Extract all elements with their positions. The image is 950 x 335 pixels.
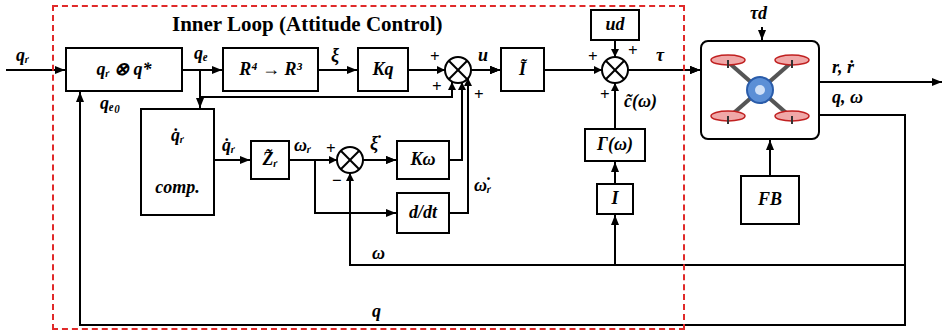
quadrotor-illustration: [711, 55, 809, 124]
sign-label: +: [600, 86, 610, 105]
input-box: ud: [590, 9, 640, 41]
sign-label: +: [628, 42, 638, 61]
sign-label: +: [430, 48, 440, 67]
drone-body: [747, 77, 773, 103]
process-box: R⁴ → R³: [222, 47, 319, 92]
junction-arrowhead: [448, 82, 456, 90]
junction-arrowhead: [437, 66, 445, 74]
signal-connector: [614, 162, 616, 183]
signal-label: ξ̇: [370, 134, 378, 154]
signal-connector: [769, 140, 771, 175]
drone-body: [755, 85, 765, 95]
process-box: Γ(ω): [584, 128, 646, 162]
summing-junction: [606, 61, 624, 79]
drone-arm: [728, 62, 792, 118]
junction-arrowhead: [611, 83, 619, 91]
node-text: Γ(ω): [597, 135, 633, 155]
region-title: Inner Loop (Attitude Control): [172, 13, 443, 36]
output-wire: [820, 81, 942, 83]
rotor-shaft: [791, 60, 793, 68]
signal-label: u: [478, 46, 488, 66]
signal-label: ωᵣ: [294, 136, 311, 156]
summing-junction: [449, 61, 467, 79]
output-signal: q, ω: [832, 88, 863, 108]
drone-arm: [728, 62, 792, 118]
signal-connector: [183, 70, 200, 108]
sign-label: +: [474, 86, 484, 105]
summing-junction: [602, 57, 628, 83]
signal-label: q: [372, 302, 381, 322]
signal-connector: [615, 70, 700, 128]
junction-arrowhead: [329, 49, 619, 181]
signal-label: qₑ₀: [100, 94, 120, 114]
gain-box: Kω: [396, 140, 450, 180]
sign-label: +: [326, 140, 336, 159]
signal-label: ξ: [331, 46, 339, 66]
signal-connector: [80, 92, 905, 325]
input-box: FB: [740, 175, 800, 225]
summing-junction: [341, 151, 359, 169]
signal-connector: [319, 69, 357, 71]
signal-connector: [450, 70, 500, 213]
gain-box: I: [596, 183, 634, 215]
node-text: I: [611, 189, 618, 209]
summing-junction: [341, 151, 359, 169]
node-text: d/dt: [409, 203, 437, 223]
summing-junction: [337, 147, 363, 173]
rotor-shaft: [791, 116, 793, 124]
rotor-shaft: [727, 60, 729, 68]
signal-label: τ: [656, 46, 664, 66]
gain-box: Kq: [357, 47, 409, 92]
sign-label: −: [332, 172, 342, 191]
output-signal: r, ṙ: [832, 58, 854, 78]
node-text: q̇ᵣ: [171, 126, 184, 146]
junction-arrowhead: [464, 78, 472, 86]
signal-label: qᵣ: [16, 46, 29, 66]
node-text: Ĩ: [519, 60, 526, 80]
signal-label: τd: [750, 4, 767, 24]
node-text: ud: [605, 15, 624, 35]
gain-box: Z̃ᵣ: [250, 140, 290, 180]
disturbance-wire: [761, 27, 763, 40]
signal-connector: [350, 115, 905, 265]
node-text: FB: [758, 190, 782, 210]
junction-arrowhead: [594, 66, 602, 74]
rotor-shaft: [728, 60, 792, 124]
rotor-shaft: [727, 116, 729, 124]
signal-label: qₑ: [194, 44, 208, 64]
sign-label: +: [432, 78, 442, 97]
compensator-box: q̇ᵣ comp.: [140, 108, 215, 216]
signal-connector: [615, 115, 905, 265]
junction-arrowhead: [611, 49, 619, 57]
signal-label: ω̇ᵣ: [474, 176, 491, 196]
sign-label: +: [588, 48, 598, 67]
gain-box: Ĩ: [500, 47, 545, 92]
node-text: Z̃ᵣ: [262, 150, 277, 170]
signal-connector: [215, 159, 250, 161]
derivative-box: d/dt: [396, 192, 450, 234]
junction-arrowhead: [346, 173, 354, 181]
signal-label: c̃(ω): [624, 92, 657, 112]
node-text: qᵣ ⊗ q*: [96, 60, 151, 80]
plant-box: r, ṙq, ω: [700, 40, 820, 140]
signal-label: q̇ᵣ: [222, 136, 235, 156]
signal-label: ω: [372, 244, 385, 264]
process-box: qᵣ ⊗ q*: [65, 47, 183, 92]
input-wire: [6, 69, 65, 71]
summing-junction: [606, 61, 624, 79]
node-text: Kω: [410, 150, 435, 170]
node-text: R⁴ → R³: [239, 60, 302, 80]
drone-rotor: [711, 55, 809, 121]
node-text: Kq: [372, 60, 393, 80]
summing-junction: [449, 61, 467, 79]
node-text: comp.: [155, 178, 200, 198]
summing-junction: [445, 57, 471, 83]
